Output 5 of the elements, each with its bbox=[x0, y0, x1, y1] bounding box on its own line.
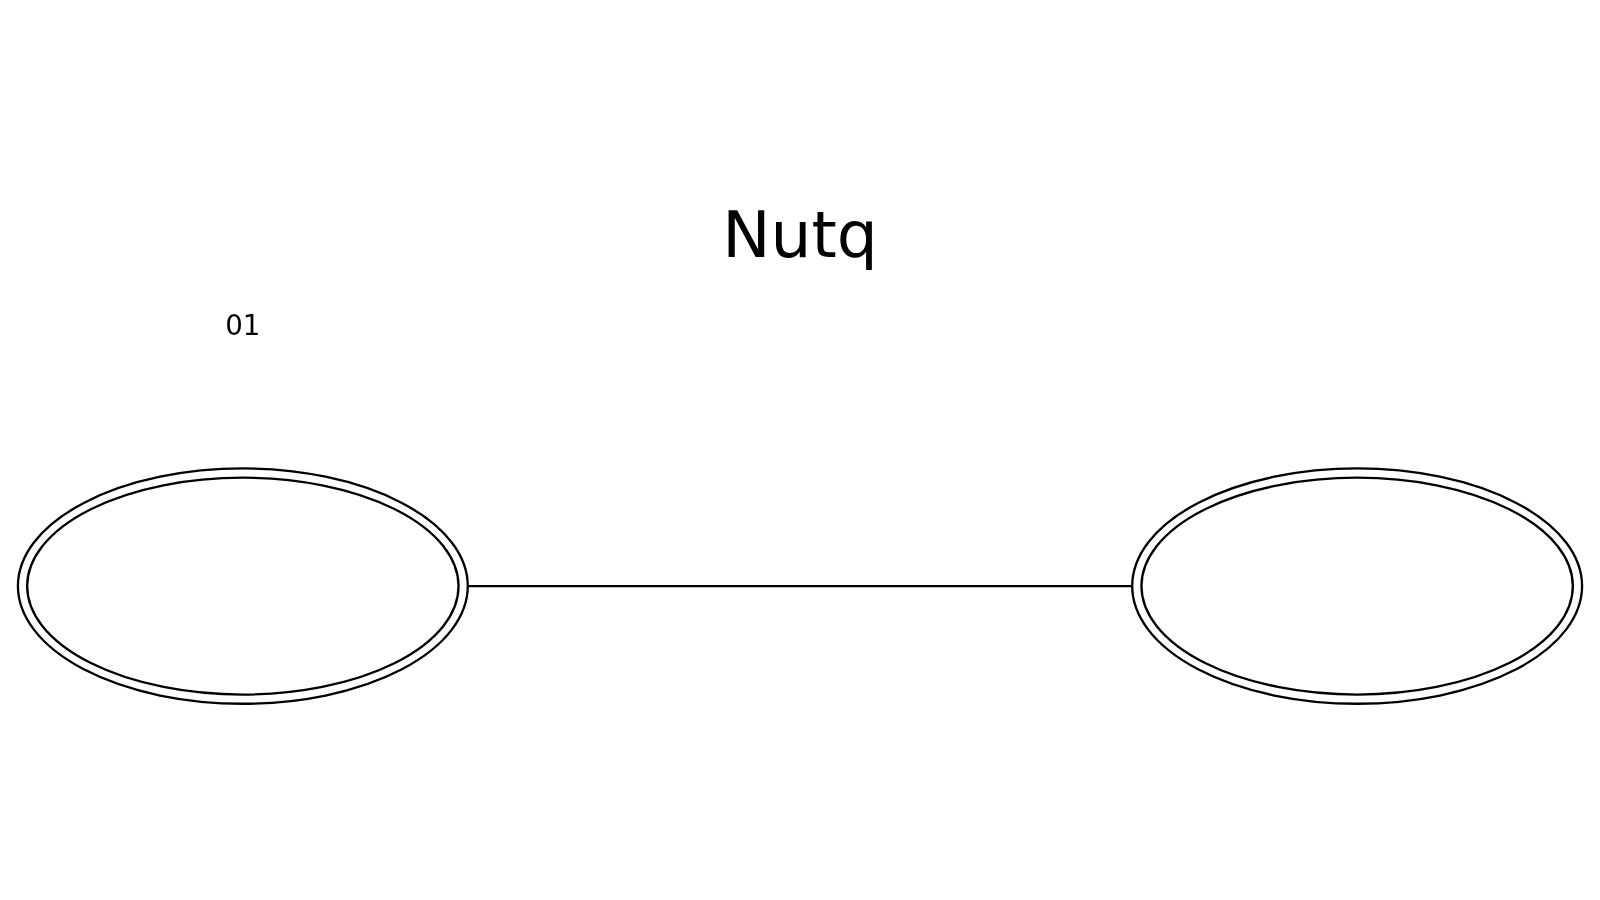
node-ellipse bbox=[16, 467, 469, 705]
label: 01 bbox=[225, 308, 261, 342]
node-ellipse bbox=[1131, 467, 1584, 705]
diagram-title: Nutq bbox=[722, 197, 878, 273]
connector bbox=[468, 584, 1132, 588]
